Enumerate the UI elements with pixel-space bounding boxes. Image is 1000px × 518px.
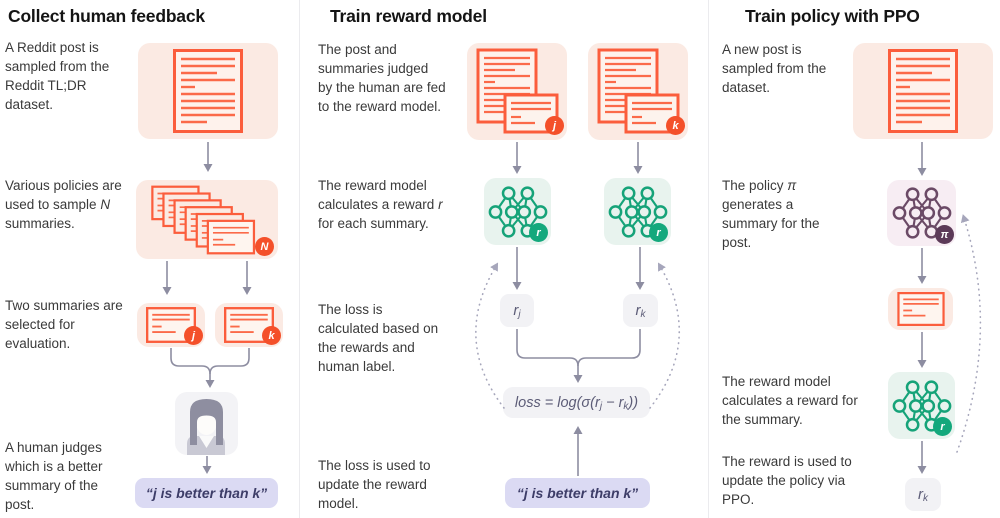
post-summary-j-box: j (467, 43, 567, 140)
generated-summary-box (888, 288, 953, 330)
k-badge: k (262, 326, 281, 345)
dotted-ppo-update-arc (956, 214, 982, 453)
caption-text: Various policies are used to sample (5, 178, 122, 212)
n-badge: N (255, 237, 274, 256)
feedback-label-2: “j is better than k” (505, 478, 650, 508)
reward-sub: j (518, 309, 521, 320)
neural-network-icon (608, 185, 667, 238)
caption-text: generates a summary for the post. (722, 197, 820, 250)
new-post-box (853, 43, 993, 139)
caption-loss-calculated: The loss is calculated based on the rewa… (318, 300, 446, 376)
loss-sub: j (599, 401, 603, 412)
caption-reward-update: The reward is used to update the policy … (722, 452, 867, 509)
reward-sub: k (923, 493, 928, 504)
caption-text: A human judges which is a better summary… (5, 440, 103, 512)
caption-policy-generates: The policy π generates a summary for the… (722, 176, 840, 252)
column3-heading: Train policy with PPO (745, 6, 920, 26)
caption-text: The policy (722, 178, 788, 193)
post-with-summary-icon (476, 48, 559, 134)
loss-part: )) (628, 394, 639, 411)
post-with-summary-icon (597, 48, 680, 134)
merge-bracket-left (170, 348, 211, 375)
policy-box: π (887, 180, 956, 246)
loss-part: loss = log(σ(r (514, 394, 600, 411)
reward-model-box: r (888, 372, 955, 439)
caption-text: The reward model calculates a reward (318, 178, 439, 212)
caption-text: A Reddit post is sampled from the Reddit… (5, 40, 110, 112)
column-divider (708, 0, 709, 518)
pi-badge: π (935, 225, 954, 244)
caption-text: The reward is used to update the policy … (722, 454, 852, 507)
caption-text: The loss is used to update the reward mo… (318, 458, 431, 511)
caption-text: The loss is calculated based on the rewa… (318, 302, 439, 374)
merge-bracket-left (516, 329, 579, 367)
post-box (138, 43, 278, 139)
caption-italic: r (438, 197, 443, 212)
caption-text: The reward model calculates a reward for… (722, 374, 858, 427)
column2-heading: Train reward model (330, 6, 487, 26)
caption-human-judges: A human judges which is a better summary… (5, 438, 125, 514)
k-badge: k (666, 116, 685, 135)
j-badge: j (184, 326, 203, 345)
summary-card-icon (896, 292, 945, 326)
neural-network-icon (488, 185, 547, 238)
human-box (175, 392, 238, 455)
reward-base: r (635, 302, 641, 319)
summaries-stack-icon (151, 185, 256, 254)
r-badge: r (649, 223, 668, 242)
caption-policies: Various policies are used to sample N su… (5, 176, 123, 233)
caption-text: A new post is sampled from the dataset. (722, 42, 827, 95)
dotted-feedback-arc-left (475, 262, 505, 409)
caption-reward-model: The reward model calculates a reward r f… (318, 176, 446, 233)
post-summary-k-box: k (588, 43, 688, 140)
caption-italic: N (100, 197, 111, 212)
r-badge: r (933, 417, 952, 436)
reward-model-j-box: r (484, 178, 551, 245)
summaries-stack-box: N (136, 180, 278, 259)
caption-reddit-post: A Reddit post is sampled from the Reddit… (5, 38, 123, 114)
reward-base: r (513, 302, 519, 319)
merge-bracket-right (209, 348, 250, 375)
human-icon (187, 399, 225, 455)
column-divider (299, 0, 300, 518)
reward-base: r (918, 486, 923, 503)
feedback-label-1: “j is better than k” (135, 478, 278, 508)
caption-loss-update: The loss is used to update the reward mo… (318, 456, 446, 513)
loss-part: − r (602, 394, 624, 411)
caption-text: summaries. (5, 216, 75, 231)
reward-model-k-box: r (604, 178, 671, 245)
caption-new-post: A new post is sampled from the dataset. (722, 40, 840, 97)
summary-j-box: j (137, 303, 205, 347)
loss-sub: k (623, 401, 629, 412)
caption-reward-summary: The reward model calculates a reward for… (722, 372, 867, 429)
caption-text: The post and summaries judged by the hum… (318, 42, 446, 114)
document-icon (173, 49, 243, 133)
j-badge: j (545, 116, 564, 135)
reward-sub: k (640, 309, 646, 320)
neural-network-icon (892, 187, 951, 239)
document-icon (888, 49, 958, 133)
caption-two-summaries: Two summaries are selected for evaluatio… (5, 296, 125, 353)
merge-bracket-right (577, 329, 641, 367)
caption-post-summaries: The post and summaries judged by the hum… (318, 40, 446, 116)
dotted-feedback-arc-right (649, 262, 681, 409)
column1-heading: Collect human feedback (8, 6, 205, 26)
caption-text: for each summary. (318, 216, 429, 231)
r-badge: r (529, 223, 548, 242)
summary-k-box: k (215, 303, 283, 347)
caption-text: Two summaries are selected for evaluatio… (5, 298, 123, 351)
caption-italic: π (787, 178, 797, 193)
